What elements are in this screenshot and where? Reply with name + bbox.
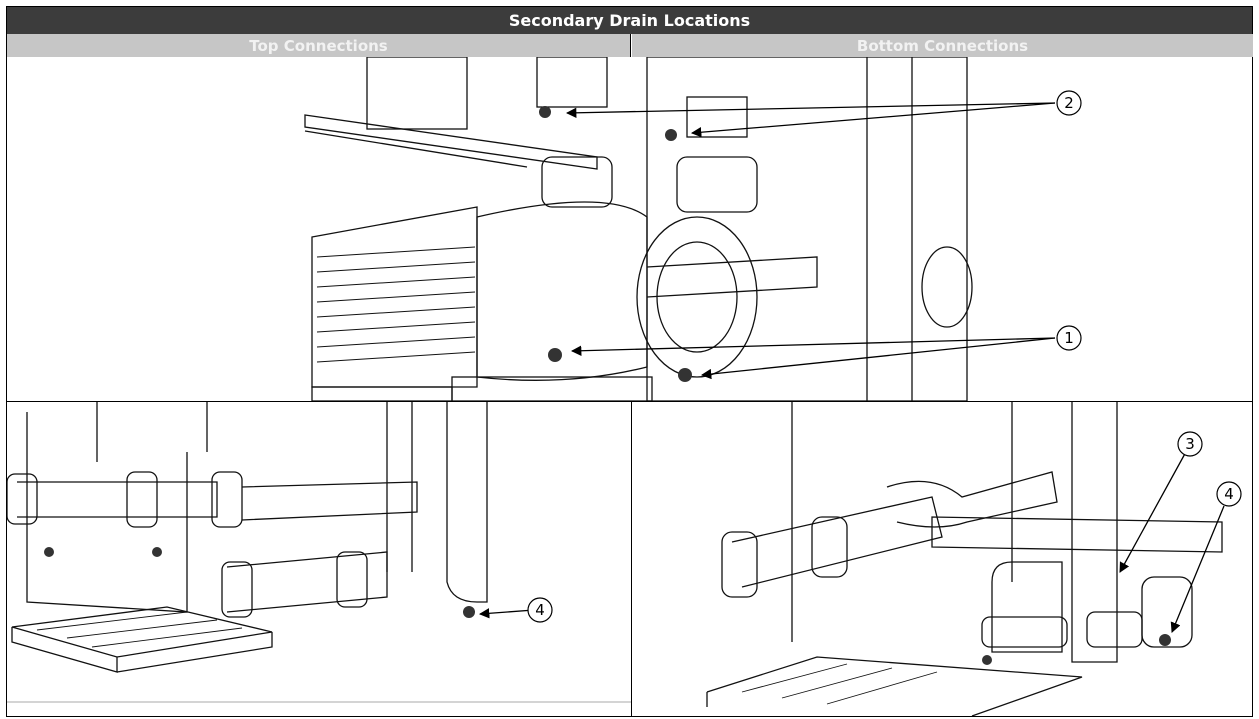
callout-1: 1 xyxy=(1056,325,1082,351)
svg-text:3: 3 xyxy=(1185,435,1195,453)
table-title: Secondary Drain Locations xyxy=(7,7,1252,34)
callout-2: 2 xyxy=(1056,90,1082,116)
pump-top-figure: 2 1 xyxy=(7,57,1252,401)
svg-text:4: 4 xyxy=(535,601,545,619)
pump-top-drawing: 2 1 xyxy=(304,57,1082,401)
callout-4-right: 4 xyxy=(1216,481,1242,507)
header-bottom-connections: Bottom Connections xyxy=(632,34,1253,57)
drain-locations-table: Secondary Drain Locations Top Connection… xyxy=(6,6,1253,717)
top-connections-drawing: 4 xyxy=(7,402,631,703)
header-top-connections: Top Connections xyxy=(7,34,631,57)
top-connections-figure: 4 xyxy=(7,402,631,716)
svg-text:4: 4 xyxy=(1224,485,1234,503)
svg-text:1: 1 xyxy=(1064,329,1074,347)
bottom-connections-drawing: 3 4 xyxy=(706,402,1242,716)
callout-4-left: 4 xyxy=(527,597,553,623)
bottom-connections-figure: 3 4 xyxy=(632,402,1252,716)
callout-3: 3 xyxy=(1177,431,1203,457)
column-divider xyxy=(631,402,632,716)
row-divider xyxy=(7,401,1252,402)
svg-text:2: 2 xyxy=(1064,94,1074,112)
